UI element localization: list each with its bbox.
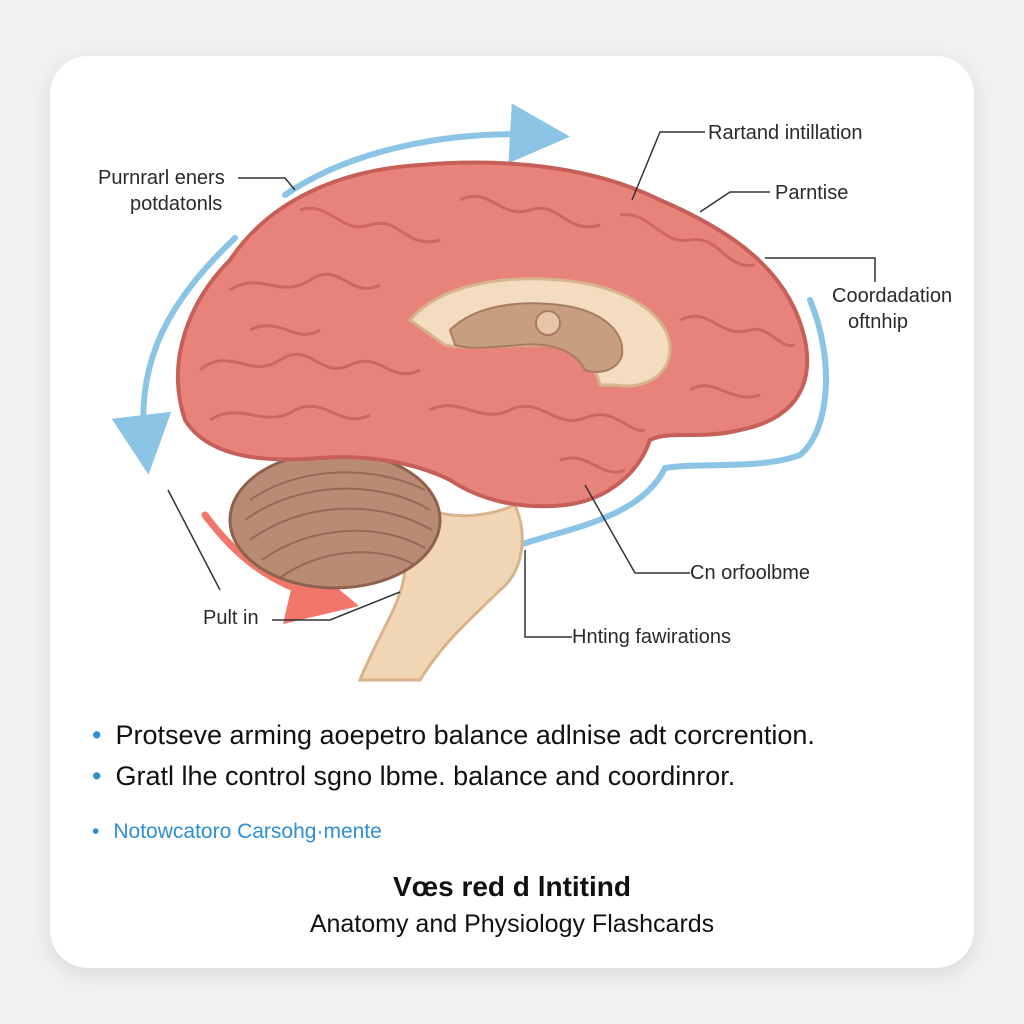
label-bottom-right: Hnting fawirations	[572, 626, 731, 648]
label-bottom-left: Pult in	[203, 607, 259, 629]
label-top-left: Purnrarl eners potdatonls	[98, 167, 225, 215]
left-arc-arrow	[111, 235, 238, 475]
card-title: Vœs red d lntitind	[393, 871, 631, 902]
thalamus-node	[535, 310, 561, 336]
bullet-dot-icon: •	[92, 820, 100, 843]
label-top-right: Rartand intillation	[708, 122, 863, 144]
bullet-item-2: • Gratl lhe control sgno lbme. balance an…	[92, 761, 735, 792]
ventricle	[448, 302, 624, 373]
label-right-1: Parntise	[775, 182, 849, 204]
bullet-item-1: • Protseve arming aoepetro balance adlnis…	[92, 720, 815, 751]
label-right-2: Coordadation oftnhip	[832, 285, 953, 333]
bullet-dot-icon: •	[92, 720, 102, 750]
card-subtitle: Anatomy and Physiology Flashcards	[309, 910, 715, 938]
bullet-text: Gratl lhe control sgno lbme. balance and…	[115, 761, 736, 791]
brainstem	[357, 497, 524, 682]
note-link: •Notowcatoro Carsohg·mente	[92, 820, 382, 843]
label-right-lower: Cn orfoolbme	[690, 562, 811, 584]
top-arc-arrow	[282, 103, 570, 198]
red-arrow	[201, 511, 360, 624]
bullet-dot-icon: •	[92, 761, 102, 791]
bullet-text: Protseve arming aoepetro balance adlnise…	[115, 720, 815, 750]
